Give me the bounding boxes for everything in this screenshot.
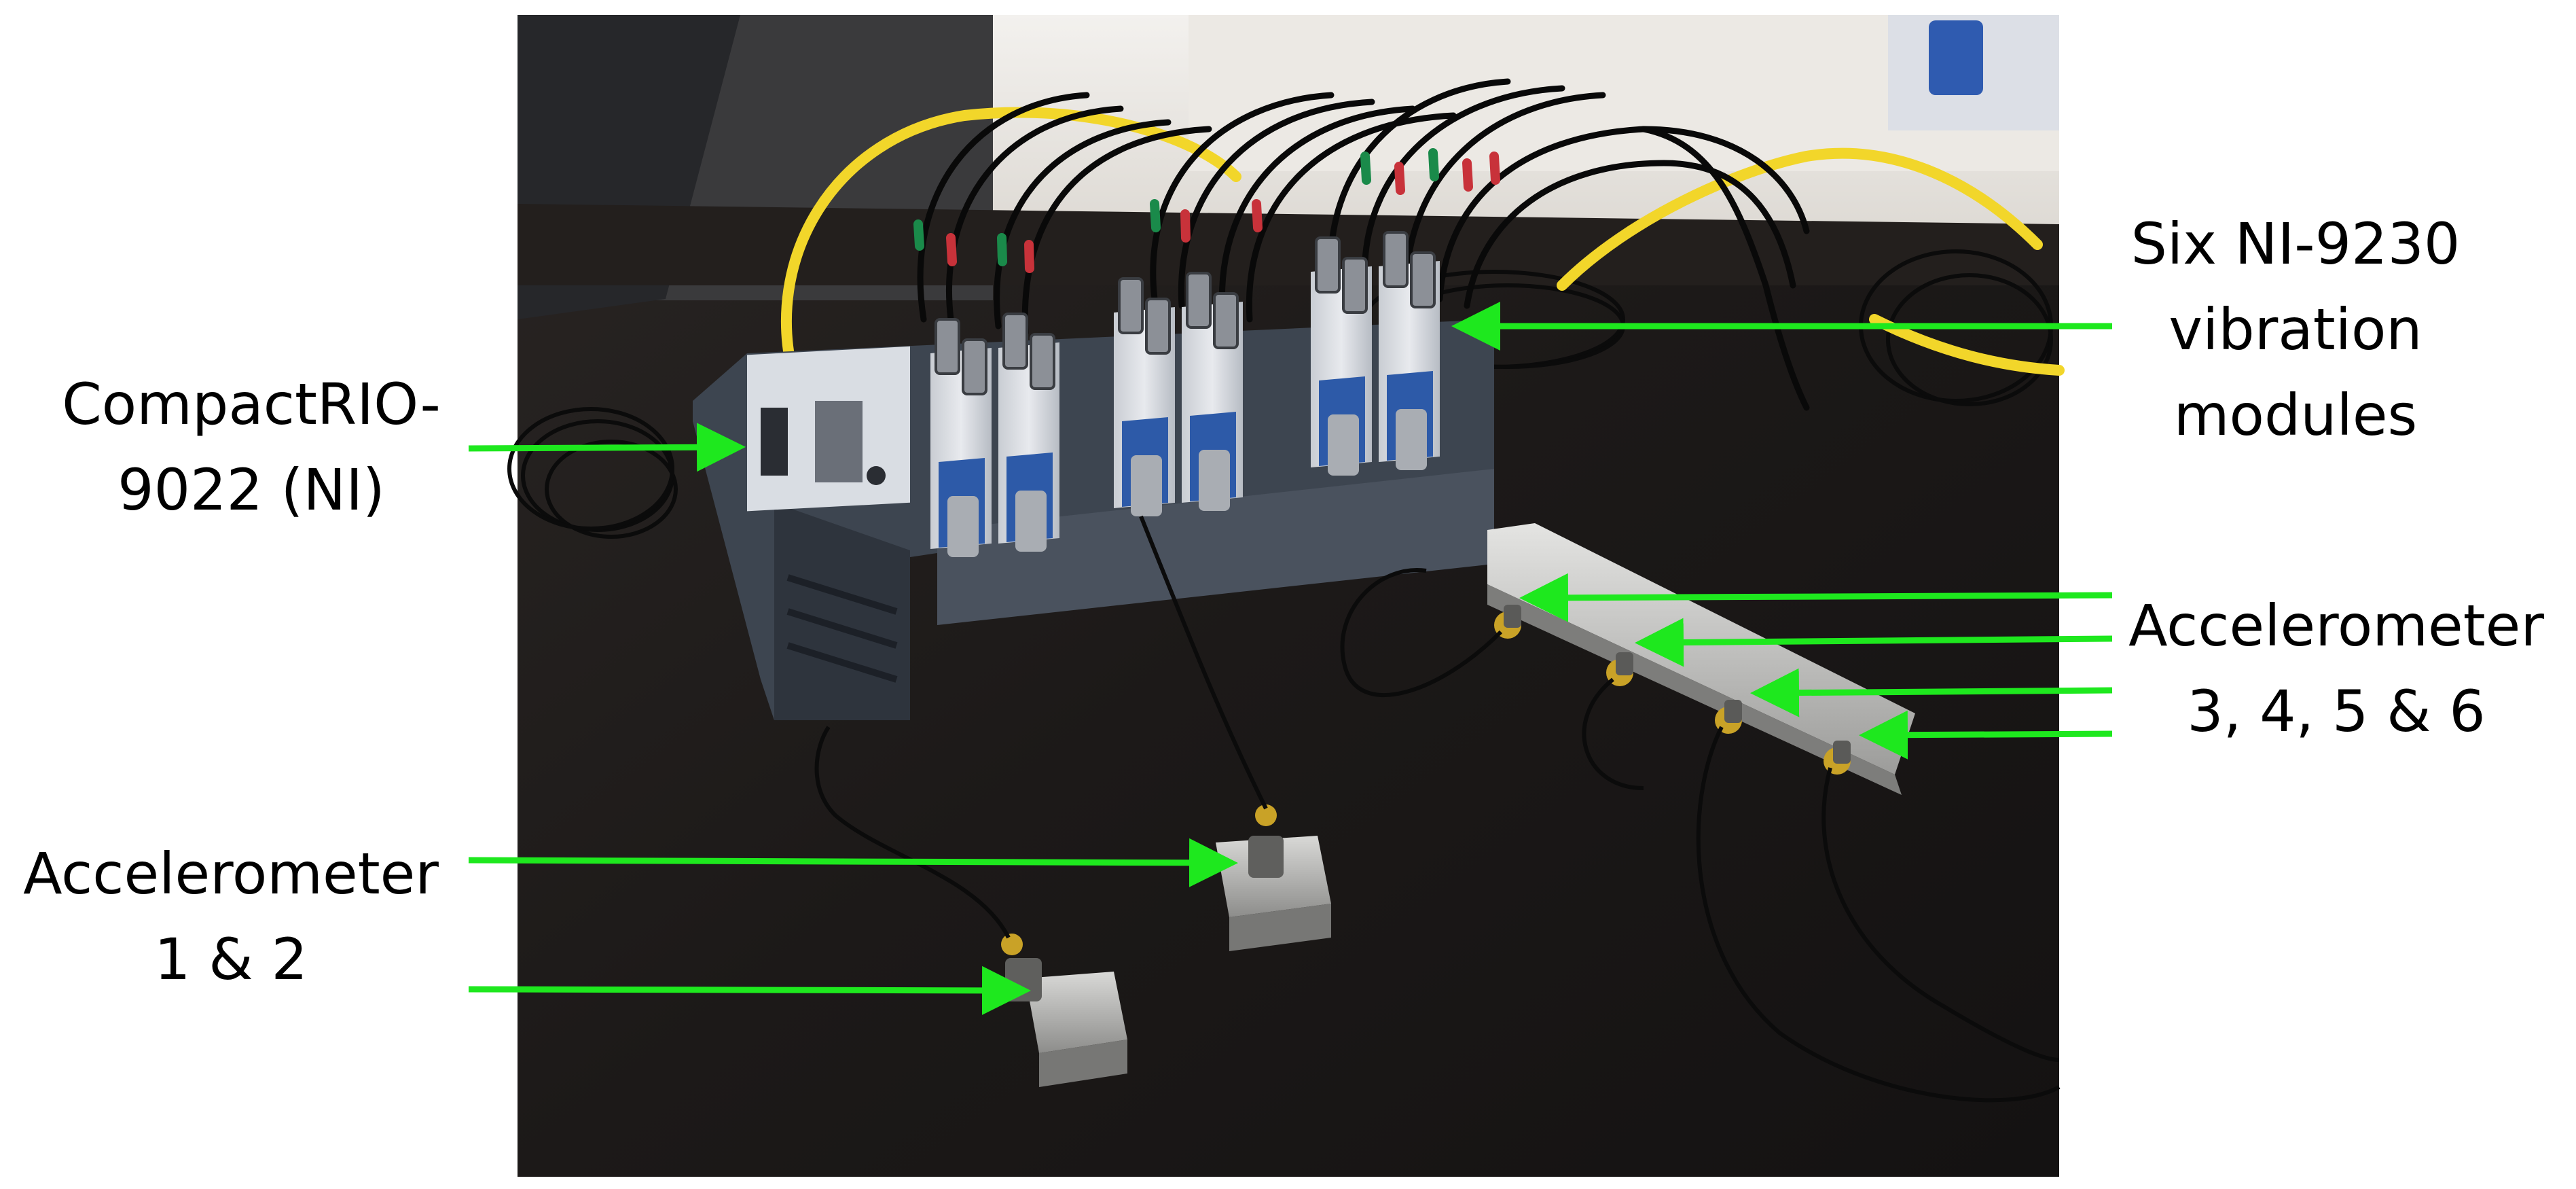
sensor-cables	[1340, 568, 2061, 1103]
label-ni9230-modules: Six NI-9230 vibration modules	[2112, 201, 2479, 458]
label-line: vibration	[2169, 296, 2423, 363]
arrow-accelerometer-5	[1750, 668, 2113, 717]
label-line: Six NI-9230	[2130, 211, 2461, 277]
arrow-accelerometer-3	[1519, 573, 2113, 622]
ni-9230-modules	[930, 231, 1440, 557]
annotation-arrows	[468, 302, 2113, 1015]
label-accelerometer-3-6: Accelerometer 3, 4, 5 & 6	[2119, 583, 2554, 754]
arrow-accelerometer-6	[1859, 710, 2113, 760]
arrow-accelerometer-1	[468, 838, 1238, 887]
label-line: 9022 (NI)	[117, 457, 385, 523]
label-line: Accelerometer	[23, 840, 439, 907]
label-line: CompactRIO-	[62, 371, 441, 438]
label-line: Accelerometer	[2128, 592, 2544, 659]
label-line: 3, 4, 5 & 6	[2187, 678, 2486, 745]
ni-9230-module	[1311, 266, 1372, 476]
ni-9230-module	[1114, 307, 1175, 516]
yellow-ethernet-cable	[780, 107, 2065, 386]
ni-9230-module	[998, 342, 1059, 552]
ni-9230-module	[930, 348, 992, 557]
cable-color-markers	[913, 148, 1500, 273]
arrow-accelerometer-4	[1635, 618, 2113, 667]
compactrio-chassis	[693, 319, 1494, 720]
accelerometer-sensor	[1248, 804, 1284, 878]
arrow-compactrio	[468, 423, 746, 472]
ni-9230-module	[1182, 302, 1243, 511]
label-line: 1 & 2	[154, 926, 308, 993]
arrow-accelerometer-2	[468, 965, 1031, 1015]
bnc-cable-bundle	[917, 78, 1810, 411]
aluminum-rail	[1487, 523, 1915, 795]
label-accelerometer-1-2: Accelerometer 1 & 2	[7, 831, 455, 1002]
label-line: modules	[2173, 382, 2418, 448]
label-compactrio: CompactRIO- 9022 (NI)	[48, 361, 455, 533]
ni-9230-module	[1379, 261, 1440, 470]
mounting-block	[1026, 972, 1127, 1087]
